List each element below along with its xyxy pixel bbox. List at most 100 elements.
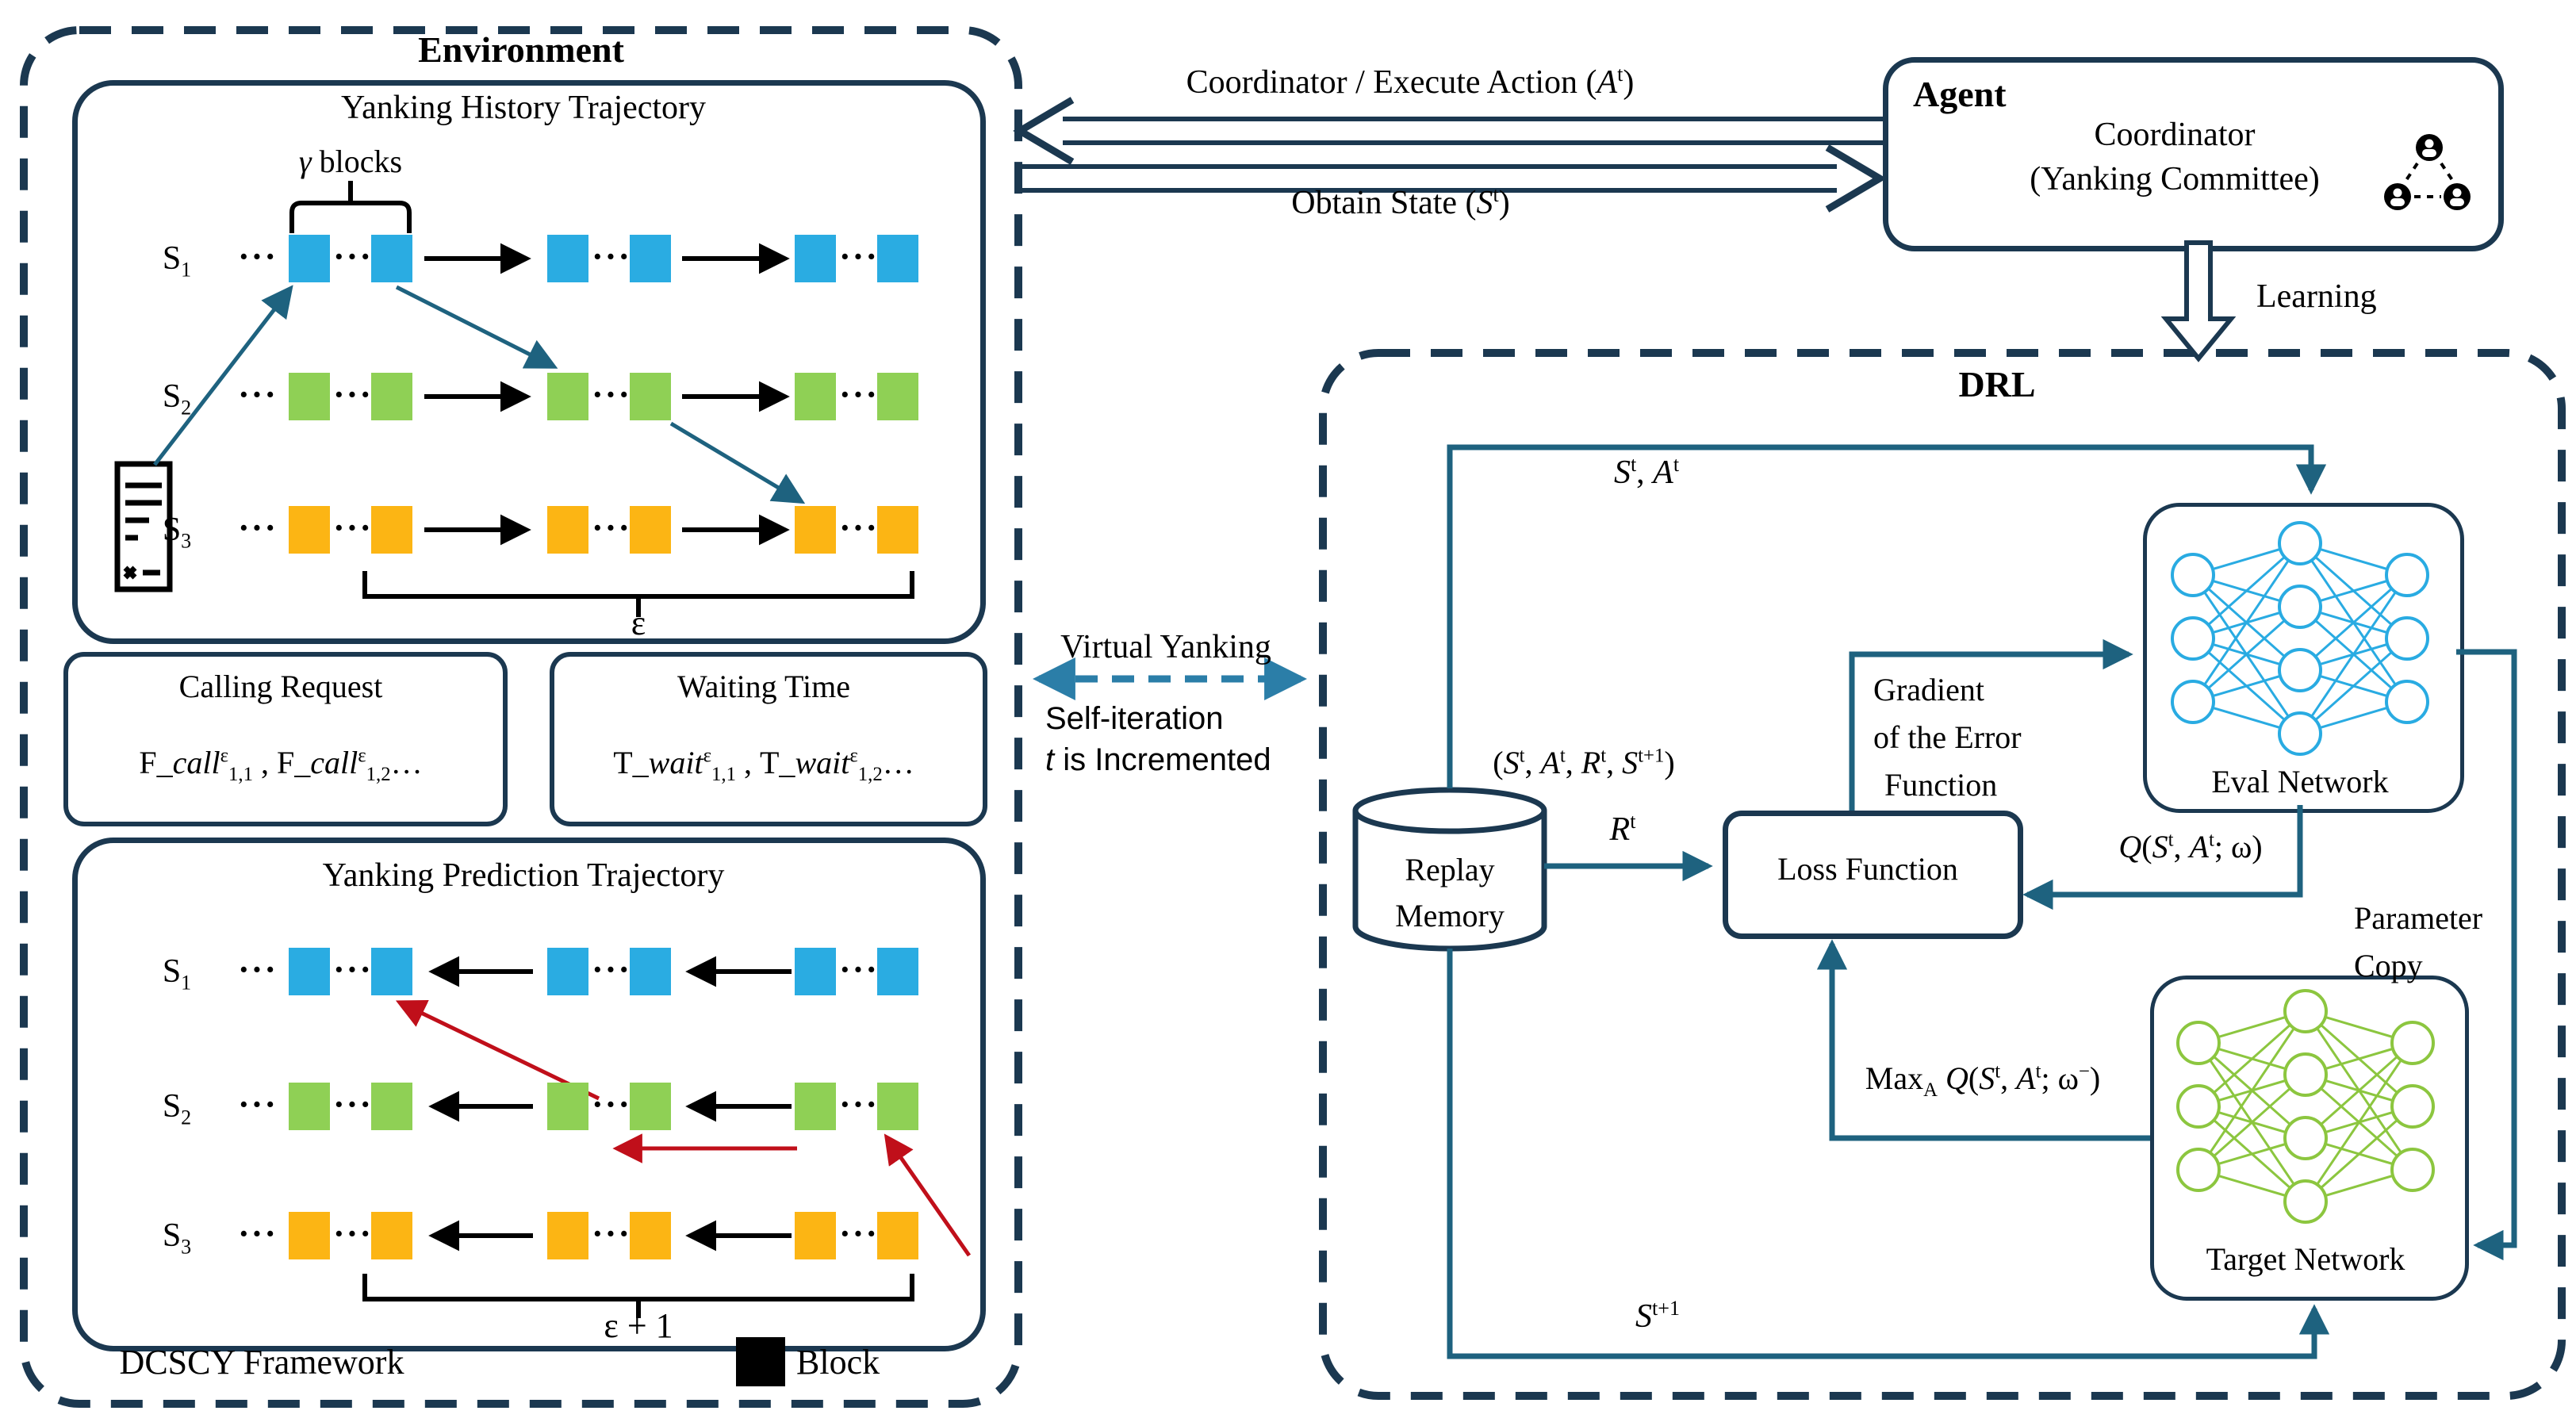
agent-title: Agent [1913,74,2007,114]
ellipsis: ··· [592,950,632,989]
blue-block [547,948,588,995]
next-state-label: St+1 [1635,1297,1680,1335]
framework-label: DCSCY Framework [119,1343,404,1382]
orange-block [289,506,330,554]
prediction-cross-links [395,999,972,1257]
execute-action-label: Coordinator / Execute Action (At) [1186,63,1635,101]
drl-wiring [1447,444,2517,1359]
calling-request-title: Calling Request [178,669,383,704]
history-row-s3: S3 ··· ··· ··· ··· [163,506,928,554]
epsilon-plus-one-bracket [362,1274,914,1318]
green-block [795,1083,836,1130]
state-action-line [1447,444,2327,788]
obtain-state-arrow [1022,144,1887,213]
ellipsis: ··· [238,508,278,547]
ellipsis: ··· [839,1085,880,1124]
max-q-label: MaxA Q(St, At; ω−) [1865,1060,2101,1101]
blue-block [289,948,330,995]
ellipsis: ··· [592,237,632,276]
green-block [630,1083,671,1130]
ellipsis: ··· [333,950,374,989]
parameter-line1: Parameter [2354,900,2483,936]
green-block [877,1083,918,1130]
blue-block [289,235,330,282]
blue-block [795,235,836,282]
blue-block [630,235,671,282]
self-iteration-label: Self-iteration t is Incremented [1045,698,1271,780]
self-iteration-line2: t is Incremented [1045,742,1271,777]
green-block [547,1083,588,1130]
drl-dashed-border [1319,349,2566,1400]
learning-arrow [2160,240,2237,362]
history-cross-links [153,285,806,504]
replay-line1: Replay [1405,852,1495,887]
parameter-copy-line [2456,649,2517,1261]
blue-block [630,948,671,995]
target-network-graph [2176,989,2435,1224]
next-state-line [1447,949,2330,1359]
orange-block [371,1212,412,1259]
ellipsis: ··· [333,508,374,547]
transition-tuple-label: (St, At, Rt, St+1) [1493,745,1675,780]
green-block [371,373,412,420]
blue-block [371,235,412,282]
replay-memory-label: Replay Memory [1395,847,1505,939]
q-eval-label: Q(St, At; ω) [2118,829,2263,864]
green-block [630,373,671,420]
ellipsis: ··· [238,1085,278,1124]
green-block [877,373,918,420]
epsilon-plus-one-label: ε + 1 [604,1306,673,1345]
prediction-row-s3: S3············ [163,1212,928,1259]
green-block [547,373,588,420]
ellipsis: ··· [839,508,880,547]
orange-block [795,506,836,554]
calling-request-formula: F_callε1,1 , F_callε1,2… [139,745,423,785]
orange-block [289,1212,330,1259]
ellipsis: ··· [839,237,880,276]
ellipsis: ··· [333,1085,374,1124]
blue-block [795,948,836,995]
ellipsis: ··· [592,375,632,414]
prediction-row-s1: S1············ [163,948,928,995]
ellipsis: ··· [839,950,880,989]
ellipsis: ··· [592,508,632,547]
parameter-line2: Copy [2354,948,2423,983]
orange-block [877,1212,918,1259]
gamma-bracket [289,181,412,233]
epsilon-label: ε [631,604,646,642]
orange-block [795,1212,836,1259]
blue-block [877,948,918,995]
history-row-s2: S2············ [163,373,928,420]
orange-block [630,506,671,554]
gradient-line3: Function [1884,767,1998,803]
ellipsis: ··· [592,1214,632,1253]
gamma-blocks-label: γ blocks [298,144,403,179]
waiting-time-formula: T_waitε1,1 , T_waitε1,2… [613,745,914,785]
row-label: S3 [162,512,192,553]
eval-network-label: Eval Network [2211,764,2389,799]
waiting-time-title: Waiting Time [677,669,850,704]
orange-block [547,506,588,554]
loss-function-label: Loss Function [1777,851,1958,887]
calling-request-box [63,652,508,826]
prediction-backward-arrows [428,956,792,1252]
learning-label: Learning [2256,278,2377,315]
replay-memory-cylinder [1352,787,1547,952]
ellipsis: ··· [839,375,880,414]
drl-title: DRL [1958,364,2036,404]
gradient-line2: of the Error [1873,719,2022,755]
blue-block [877,235,918,282]
ellipsis: ··· [238,375,278,414]
row-label: S1 [162,953,192,995]
history-forward-arrows [424,243,790,546]
max-q-line [1816,939,2150,1141]
parameter-copy-label: Parameter Copy [2354,895,2482,990]
epsilon-bracket [362,571,914,617]
ellipsis: ··· [333,237,374,276]
environment-dashed-border [20,26,1022,1408]
green-block [795,373,836,420]
eval-network-graph [2171,521,2429,756]
blue-block [371,948,412,995]
